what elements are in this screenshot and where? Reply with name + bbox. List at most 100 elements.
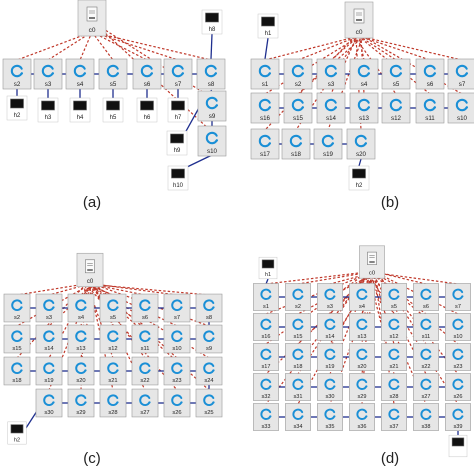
switch-node[interactable]: s24 [195, 356, 223, 386]
switch-node[interactable]: s6 [132, 58, 162, 90]
switch-node[interactable]: s20 [346, 128, 376, 160]
switch-node[interactable]: s22 [131, 356, 159, 386]
switch-node[interactable]: s26 [163, 388, 191, 418]
switch-node[interactable]: s34 [285, 403, 311, 431]
switch-node[interactable]: s20 [67, 356, 95, 386]
switch-node[interactable]: s7 [447, 58, 474, 90]
switch-node[interactable]: s2 [2, 58, 32, 90]
switch-node[interactable]: s6 [131, 293, 159, 323]
switch-node[interactable]: s19 [317, 343, 343, 371]
host-node[interactable]: h2 [7, 421, 27, 445]
host-node[interactable]: h9 [166, 130, 188, 156]
switch-node[interactable]: s11 [415, 92, 445, 124]
switch-node[interactable]: s11 [131, 324, 159, 354]
switch-node[interactable]: s33 [253, 403, 279, 431]
switch-node[interactable]: s3 [317, 283, 343, 311]
switch-node[interactable]: s10 [197, 125, 227, 157]
switch-node[interactable]: s19 [313, 128, 343, 160]
host-node[interactable]: h7 [167, 97, 189, 123]
switch-node[interactable]: s36 [349, 403, 375, 431]
switch-node[interactable]: s21 [381, 343, 407, 371]
controller-node[interactable]: c0 [77, 0, 107, 37]
switch-node[interactable]: s30 [35, 388, 63, 418]
host-node[interactable]: h5 [102, 97, 124, 123]
switch-node[interactable]: s5 [381, 58, 411, 90]
switch-node[interactable]: s6 [413, 283, 439, 311]
switch-node[interactable]: s5 [381, 283, 407, 311]
switch-node[interactable]: s4 [67, 293, 95, 323]
switch-node[interactable]: s18 [281, 128, 311, 160]
switch-node[interactable]: s27 [413, 373, 439, 401]
switch-node[interactable]: s28 [381, 373, 407, 401]
switch-node[interactable]: s17 [250, 128, 280, 160]
switch-node[interactable]: s27 [131, 388, 159, 418]
switch-node[interactable]: s26 [445, 373, 471, 401]
host-node[interactable]: h2 [6, 95, 28, 121]
switch-node[interactable]: s2 [3, 293, 31, 323]
switch-node[interactable]: s10 [445, 313, 471, 341]
switch-node[interactable]: s31 [285, 373, 311, 401]
switch-node[interactable]: s16 [250, 92, 280, 124]
switch-node[interactable]: s7 [163, 293, 191, 323]
switch-node[interactable]: s35 [317, 403, 343, 431]
switch-node[interactable]: s23 [163, 356, 191, 386]
switch-node[interactable]: s37 [381, 403, 407, 431]
switch-node[interactable]: s23 [445, 343, 471, 371]
switch-node[interactable]: s19 [35, 356, 63, 386]
switch-node[interactable]: s4 [349, 283, 375, 311]
switch-node[interactable]: s12 [99, 324, 127, 354]
switch-node[interactable]: s7 [163, 58, 193, 90]
switch-node[interactable]: s5 [98, 58, 128, 90]
switch-node[interactable]: s22 [413, 343, 439, 371]
controller-node[interactable]: c0 [76, 252, 104, 288]
switch-node[interactable]: s10 [447, 92, 474, 124]
switch-node[interactable]: s2 [285, 283, 311, 311]
switch-node[interactable]: s17 [253, 343, 279, 371]
switch-node[interactable]: s5 [99, 293, 127, 323]
switch-node[interactable]: s13 [67, 324, 95, 354]
switch-node[interactable]: s4 [65, 58, 95, 90]
switch-node[interactable]: s12 [381, 313, 407, 341]
switch-node[interactable]: s12 [381, 92, 411, 124]
switch-node[interactable]: s28 [99, 388, 127, 418]
controller-node[interactable]: c0 [359, 245, 385, 279]
switch-node[interactable]: s29 [349, 373, 375, 401]
switch-node[interactable]: s30 [317, 373, 343, 401]
switch-node[interactable]: s3 [33, 58, 63, 90]
switch-node[interactable]: s16 [253, 313, 279, 341]
switch-node[interactable]: s13 [349, 313, 375, 341]
switch-node[interactable]: s15 [283, 92, 313, 124]
switch-node[interactable]: s39 [445, 403, 471, 431]
host-node[interactable]: h1 [257, 13, 279, 39]
host-node[interactable]: h1 [258, 256, 278, 280]
host-node[interactable]: h6 [136, 97, 158, 123]
switch-node[interactable]: s15 [285, 313, 311, 341]
switch-node[interactable]: s9 [197, 90, 227, 122]
switch-node[interactable]: s9 [195, 324, 223, 354]
switch-node[interactable]: s7 [445, 283, 471, 311]
switch-node[interactable]: s10 [163, 324, 191, 354]
switch-node[interactable]: s4 [349, 58, 379, 90]
host-node[interactable] [448, 434, 468, 458]
switch-node[interactable]: s1 [250, 58, 280, 90]
controller-node[interactable]: c0 [344, 1, 374, 39]
switch-node[interactable]: s3 [35, 293, 63, 323]
host-node[interactable]: h4 [69, 97, 91, 123]
switch-node[interactable]: s1 [253, 283, 279, 311]
switch-node[interactable]: s8 [196, 58, 226, 90]
host-node[interactable]: h3 [37, 97, 59, 123]
switch-node[interactable]: s3 [316, 58, 346, 90]
switch-node[interactable]: s14 [317, 313, 343, 341]
switch-node[interactable]: s14 [316, 92, 346, 124]
switch-node[interactable]: s14 [35, 324, 63, 354]
switch-node[interactable]: s21 [99, 356, 127, 386]
switch-node[interactable]: s8 [195, 293, 223, 323]
switch-node[interactable]: s18 [3, 356, 31, 386]
switch-node[interactable]: s2 [283, 58, 313, 90]
switch-node[interactable]: s20 [349, 343, 375, 371]
switch-node[interactable]: s38 [413, 403, 439, 431]
switch-node[interactable]: s25 [195, 388, 223, 418]
host-node[interactable]: h2 [348, 165, 370, 191]
host-node[interactable]: h10 [167, 165, 189, 191]
switch-node[interactable]: s11 [413, 313, 439, 341]
